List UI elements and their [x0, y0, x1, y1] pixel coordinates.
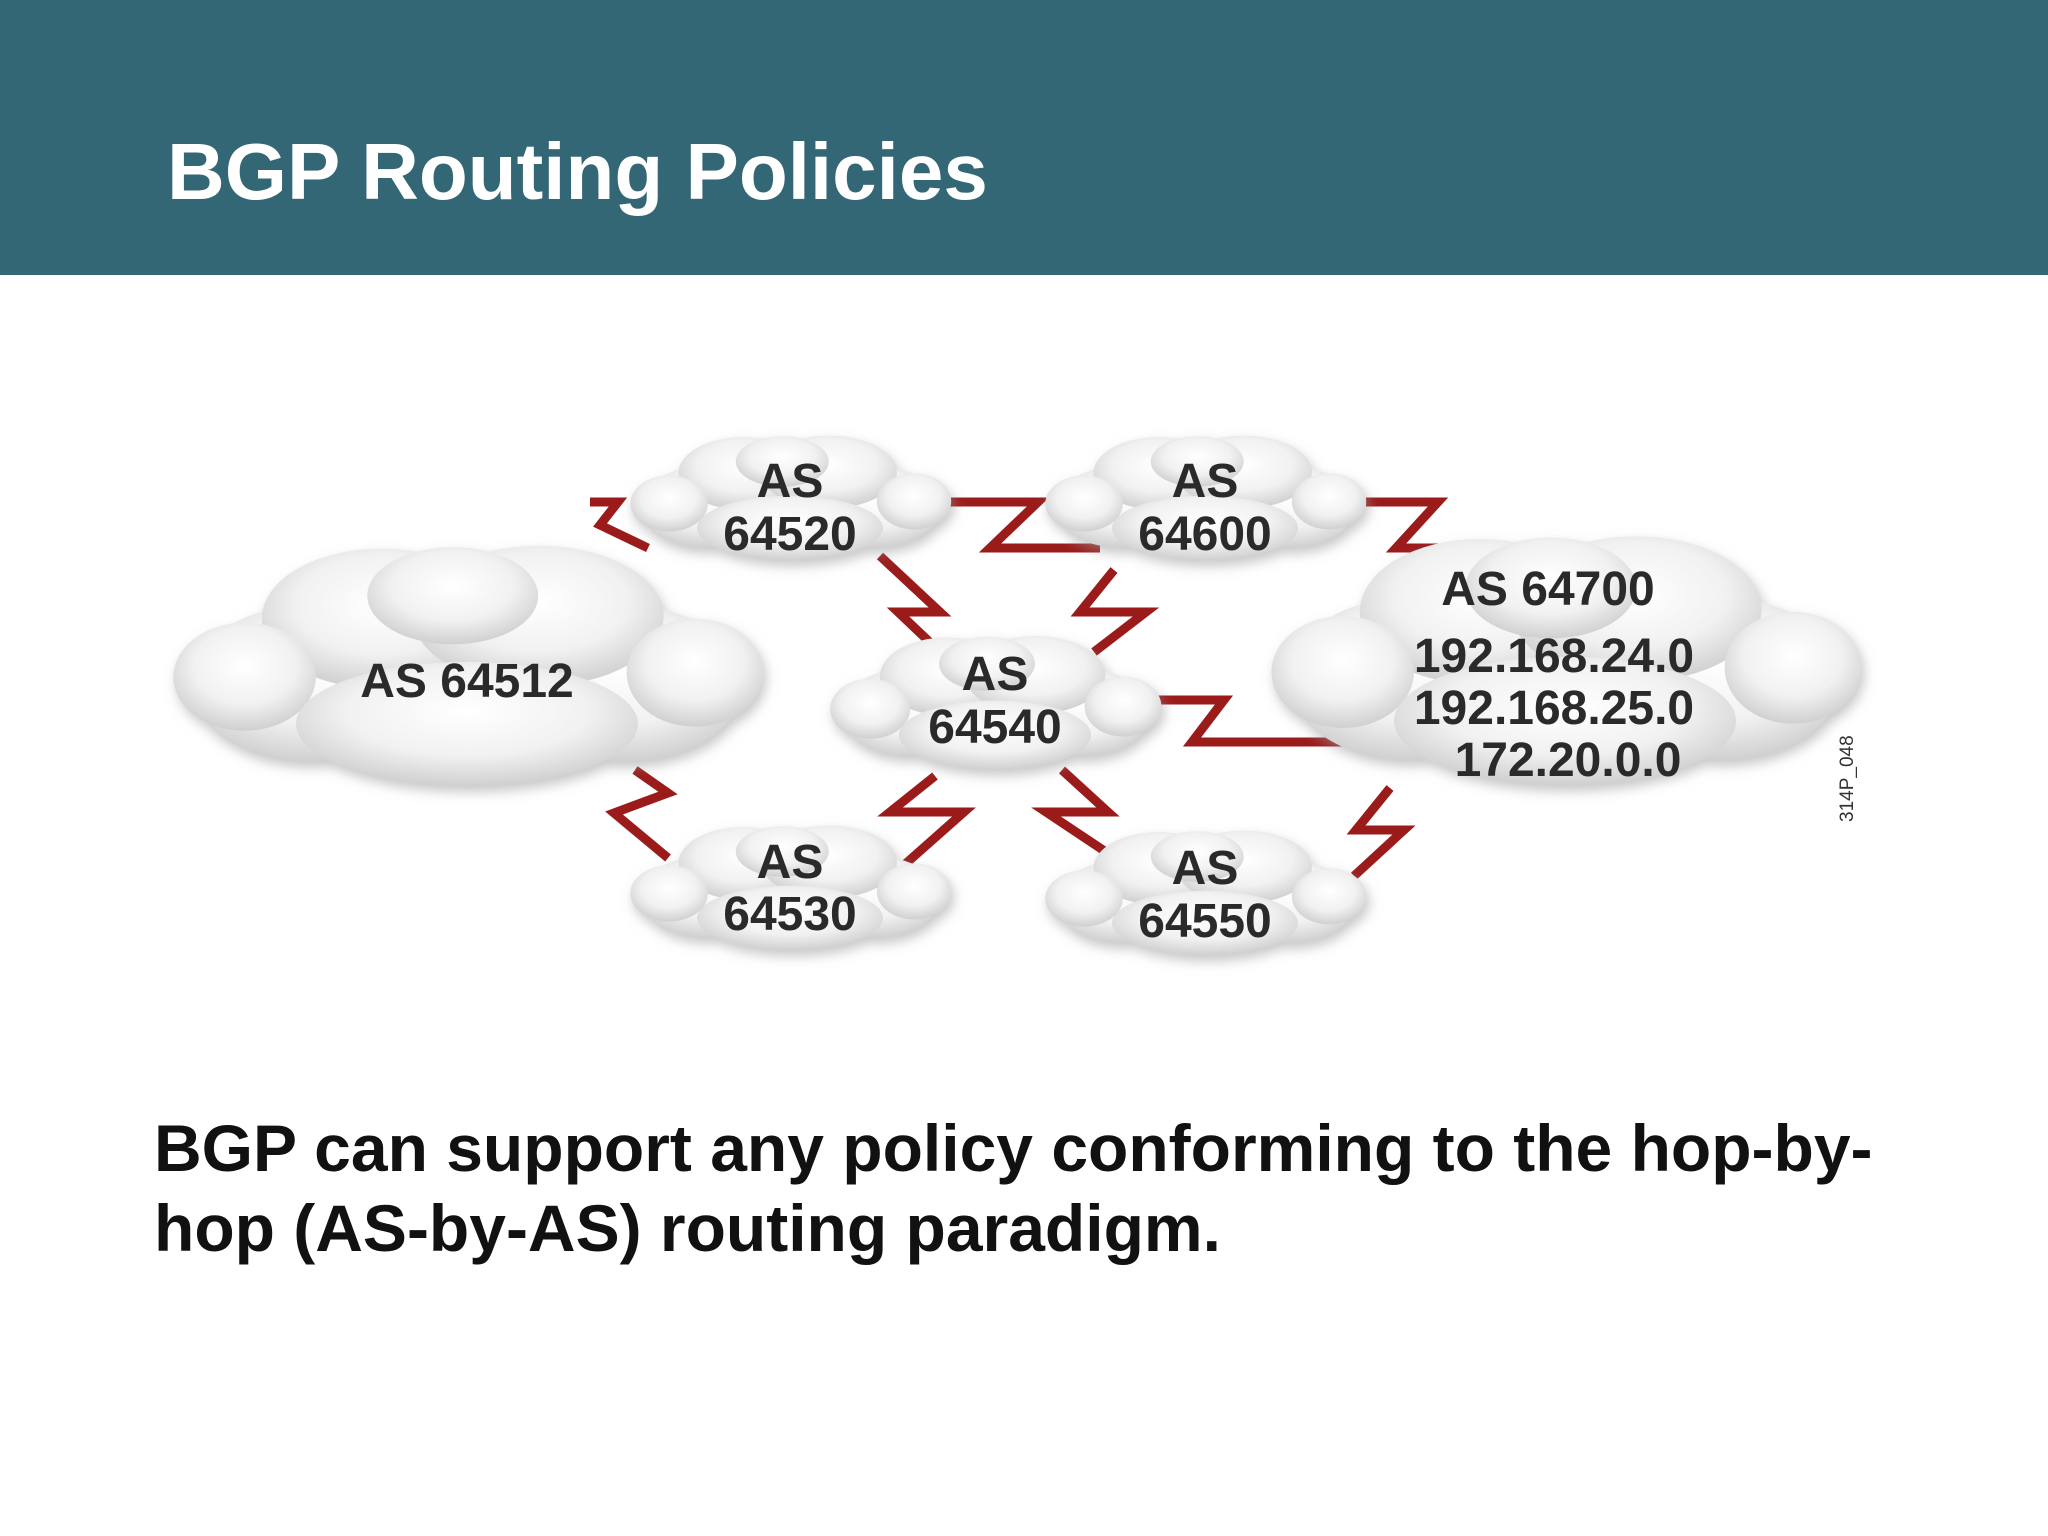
figure-id: 314P_048 [1837, 735, 1858, 822]
as-clouds [173, 435, 1862, 956]
as64600-label-line1: AS [1172, 455, 1239, 508]
as64520-label-line2: 64520 [723, 508, 856, 561]
cloud-as64530 [630, 825, 952, 951]
as64512-label: AS 64512 [360, 655, 574, 708]
cloud-as64520 [630, 435, 952, 561]
slide-title: BGP Routing Policies [167, 127, 988, 216]
link-64600-64700 [1366, 497, 1449, 553]
cloud-as64512 [173, 545, 764, 787]
cloud-as64540 [830, 636, 1162, 770]
link-64512-64520 [590, 497, 650, 553]
as-labels: AS 64512 AS 64520 AS 64600 AS 64540 AS 6… [360, 455, 1694, 948]
link-64540-64550 [1031, 766, 1120, 856]
as64700-label: AS 64700 [1441, 563, 1655, 616]
cloud-as64550 [1045, 830, 1367, 956]
link-64550-64700 [1346, 785, 1416, 880]
cloud-as64700 [1271, 536, 1862, 786]
as64530-label-line2: 64530 [723, 888, 856, 941]
as64550-label-line2: 64550 [1138, 895, 1271, 948]
header-bar [0, 0, 2048, 275]
as64600-label-line2: 64600 [1138, 508, 1271, 561]
link-64520-64540 [876, 552, 952, 654]
link-64540-64600 [1070, 567, 1160, 656]
serial-links [590, 497, 1449, 880]
as64700-prefix: 192.168.24.0 [1414, 630, 1694, 683]
as64520-label-line1: AS [757, 455, 824, 508]
link-64520-64600 [944, 497, 1100, 553]
cloud-as64600 [1045, 435, 1367, 561]
as64700-prefix: 172.20.0.0 [1455, 734, 1682, 787]
as64530-label-line1: AS [757, 836, 824, 889]
link-64530-64540 [877, 772, 976, 870]
link-64512-64530 [605, 766, 678, 862]
as64540-label-line2: 64540 [928, 701, 1061, 754]
as64700-prefix: 192.168.25.0 [1414, 682, 1694, 735]
link-64540-64700 [1146, 695, 1380, 747]
slide-caption: BGP can support any policy conforming to… [154, 1111, 1873, 1265]
as64550-label-line1: AS [1172, 842, 1239, 895]
as64540-label-line1: AS [962, 648, 1029, 701]
